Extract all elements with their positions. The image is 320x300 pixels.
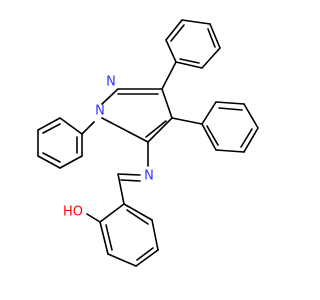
bond: [37, 117, 61, 131]
phenyl-ring-c3: [161, 19, 221, 90]
pyrazole-ring: [101, 88, 173, 143]
bond: [170, 24, 185, 42]
imine-linker: [117, 141, 149, 182]
bond: [37, 155, 61, 169]
phenyl-ring-c4: [171, 101, 259, 153]
atom-label-n1: N: [95, 104, 105, 119]
atom-label-n2: N: [106, 75, 116, 90]
bond: [201, 123, 217, 151]
bond: [181, 19, 211, 25]
bond: [209, 23, 221, 49]
bond: [123, 203, 153, 221]
bond: [151, 219, 159, 251]
bond: [206, 125, 219, 146]
phenyl-ring-n1: [37, 117, 95, 169]
molecule-structure: N N N HO: [37, 19, 259, 267]
bond: [136, 247, 154, 261]
bond: [147, 117, 173, 143]
bond: [215, 101, 245, 105]
bond: [101, 117, 149, 143]
atom-label-hydroxyl: HO: [63, 205, 83, 220]
bond: [207, 28, 216, 48]
bond: [201, 101, 217, 125]
bond: [105, 224, 113, 251]
bond: [145, 120, 167, 138]
bond: [59, 155, 83, 169]
bond: [243, 103, 259, 129]
bond: [99, 203, 125, 223]
bond: [120, 179, 141, 182]
bond: [86, 213, 101, 223]
bond: [165, 19, 183, 41]
bond: [117, 173, 125, 205]
bond: [59, 117, 83, 135]
bond: [101, 88, 119, 105]
bond: [161, 61, 177, 90]
bond: [175, 61, 203, 69]
bond: [135, 249, 159, 267]
bond: [117, 173, 141, 176]
bond: [243, 127, 259, 153]
bond: [201, 47, 221, 69]
bond: [42, 123, 61, 134]
bond: [126, 209, 149, 225]
bond: [99, 221, 109, 255]
bond: [107, 253, 137, 267]
bond: [81, 121, 95, 135]
bond: [165, 39, 177, 63]
bond: [171, 117, 203, 125]
bond: [218, 107, 243, 111]
bond: [179, 58, 200, 64]
phenol-ring: [86, 173, 159, 267]
bond: [42, 152, 61, 163]
bond: [240, 128, 253, 148]
bond: [215, 149, 245, 153]
atom-label-n-imine: N: [144, 169, 154, 184]
bond: [161, 88, 173, 119]
